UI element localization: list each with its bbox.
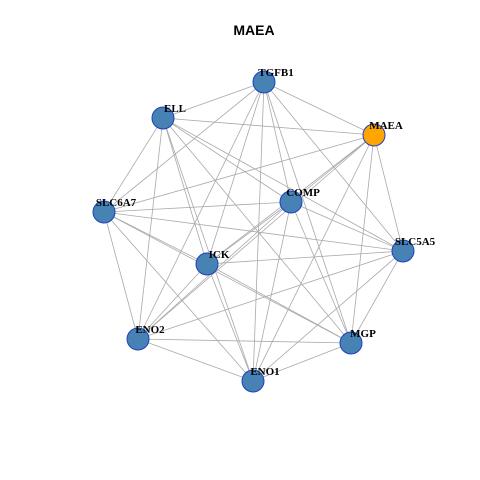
node-mgp bbox=[339, 331, 363, 355]
node-tgfb1 bbox=[252, 70, 276, 94]
edge-slc5a5-eno2 bbox=[137, 250, 404, 340]
edge-maea-slc6a7 bbox=[103, 134, 375, 213]
node-label-mgp: MGP bbox=[350, 328, 376, 340]
edge-layer bbox=[103, 81, 404, 382]
graph-title: MAEA bbox=[233, 22, 274, 38]
edge-tgfb1-comp bbox=[263, 81, 292, 203]
edge-slc5a5-ick bbox=[206, 250, 404, 265]
edge-ell-ick bbox=[162, 117, 208, 265]
edge-eno2-eno1 bbox=[137, 338, 254, 382]
edge-slc5a5-mgp bbox=[350, 250, 404, 344]
node-slc6a7 bbox=[92, 200, 116, 224]
node-ell bbox=[151, 106, 175, 130]
node-label-ell: ELL bbox=[164, 103, 186, 115]
edge-ell-mgp bbox=[162, 117, 352, 344]
node-eno2 bbox=[126, 327, 150, 351]
edge-comp-eno1 bbox=[252, 201, 292, 382]
edge-comp-ick bbox=[206, 201, 292, 265]
edge-slc6a7-slc5a5 bbox=[103, 211, 404, 252]
edge-ell-comp bbox=[162, 117, 292, 203]
node-maea bbox=[362, 123, 386, 147]
edge-comp-mgp bbox=[290, 201, 352, 344]
edge-comp-slc6a7 bbox=[103, 201, 292, 213]
node-slc5a5 bbox=[391, 239, 415, 263]
node-label-ick: ICK bbox=[209, 249, 230, 261]
node-label-eno2: ENO2 bbox=[135, 324, 165, 336]
edge-slc5a5-eno1 bbox=[252, 250, 404, 382]
node-label-eno1: ENO1 bbox=[250, 366, 279, 378]
edge-ell-eno2 bbox=[137, 117, 164, 340]
node-comp bbox=[279, 190, 303, 214]
edge-ell-slc6a7 bbox=[103, 117, 164, 213]
edge-slc6a7-eno1 bbox=[103, 211, 254, 382]
edge-tgfb1-mgp bbox=[263, 81, 352, 344]
edge-ell-maea bbox=[162, 117, 375, 136]
node-label-comp: COMP bbox=[286, 187, 320, 199]
edge-tgfb1-ick bbox=[206, 81, 265, 265]
edge-ell-eno1 bbox=[162, 117, 254, 382]
edge-slc6a7-eno2 bbox=[103, 211, 139, 340]
edge-comp-slc5a5 bbox=[290, 201, 404, 252]
node-label-slc5a5: SLC5A5 bbox=[395, 236, 436, 248]
edge-ick-eno1 bbox=[206, 263, 254, 382]
edge-eno2-mgp bbox=[137, 338, 352, 344]
node-label-maea: MAEA bbox=[369, 120, 403, 132]
node-eno1 bbox=[241, 369, 265, 393]
edge-ick-eno2 bbox=[137, 263, 208, 340]
node-label-tgfb1: TGFB1 bbox=[258, 67, 293, 79]
edge-mgp-eno1 bbox=[252, 342, 352, 382]
edge-tgfb1-maea bbox=[263, 81, 375, 136]
edge-maea-slc5a5 bbox=[373, 134, 404, 252]
node-layer bbox=[92, 70, 415, 393]
edge-ick-mgp bbox=[206, 263, 352, 344]
edge-maea-mgp bbox=[350, 134, 375, 344]
edge-maea-eno1 bbox=[252, 134, 375, 382]
edge-ell-slc5a5 bbox=[162, 117, 404, 252]
node-ick bbox=[195, 252, 219, 276]
edge-tgfb1-ell bbox=[162, 81, 265, 119]
edge-tgfb1-slc6a7 bbox=[103, 81, 265, 213]
edge-slc6a7-mgp bbox=[103, 211, 352, 344]
node-label-slc6a7: SLC6A7 bbox=[96, 197, 137, 209]
edge-maea-eno2 bbox=[137, 134, 375, 340]
